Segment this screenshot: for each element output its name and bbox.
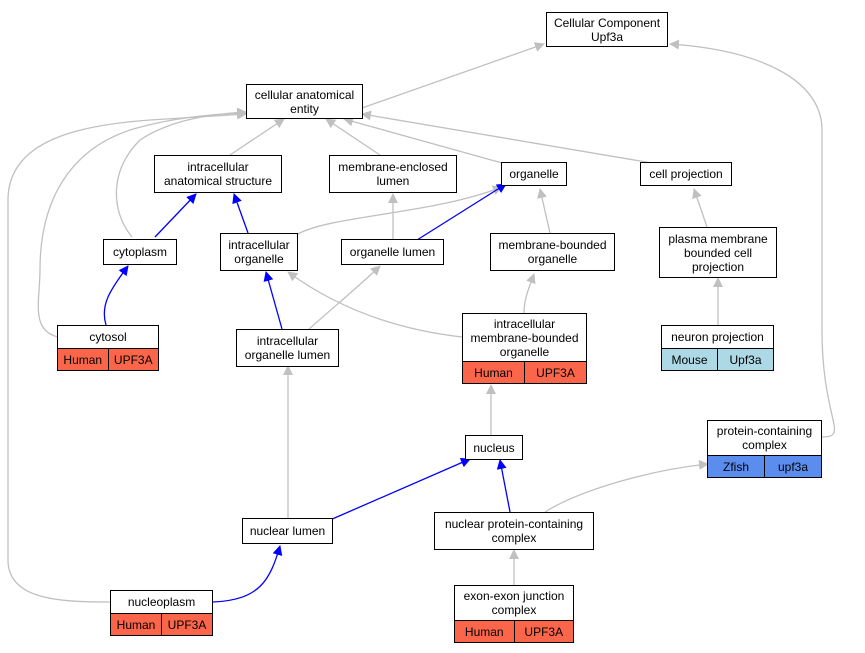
node-label: cytoplasm [112, 245, 168, 259]
node-nucleus[interactable]: nucleus [465, 435, 523, 460]
edge-ias-to-cae [229, 118, 285, 156]
annotation-row: Zfish upf3a [708, 455, 821, 477]
edge-cytosol-partof-cytoplasm [103, 265, 129, 326]
species-cell: Human [58, 349, 108, 370]
node-label: intracellular organelle [228, 238, 290, 266]
node-label: cytosol [89, 330, 127, 344]
node-intracellular-membrane-bounded-organelle[interactable]: intracellular membrane-bounded organelle… [462, 313, 587, 384]
node-label: intracellular membrane-bounded organelle [470, 316, 579, 359]
species-cell: Zfish [708, 456, 764, 477]
node-label: protein-containing complex [716, 424, 813, 452]
node-intracellular-anatomical-structure[interactable]: intracellular anatomical structure [154, 155, 282, 193]
node-neuron-projection[interactable]: neuron projection Mouse Upf3a [661, 325, 774, 371]
node-label: nucleoplasm [127, 595, 196, 609]
node-label: nucleus [473, 440, 515, 455]
annotation-row: Human UPF3A [58, 348, 158, 370]
species-cell: Human [463, 362, 524, 383]
node-label: plasma membrane bounded cell projection [668, 231, 768, 274]
gene-cell: UPF3A [161, 614, 212, 635]
node-label: intracellular anatomical structure [163, 160, 273, 188]
node-label: organelle lumen [349, 245, 436, 259]
node-label: nuclear lumen [249, 524, 326, 538]
edge-imbo-to-intraorg [287, 271, 463, 338]
edge-intraorg-partof-ias [232, 193, 249, 234]
annotation-row: Mouse Upf3a [662, 348, 773, 370]
node-label: organelle [509, 167, 559, 181]
edge-mbo-to-organelle [537, 188, 551, 234]
edge-nuclumen-partof-nucleus [329, 458, 471, 521]
edge-cae-to-root [361, 42, 545, 109]
edge-organelle-to-cae [343, 116, 503, 164]
node-intracellular-organelle-lumen[interactable]: intracellular organelle lumen [236, 329, 339, 367]
node-nuclear-lumen[interactable]: nuclear lumen [242, 518, 333, 544]
node-cytosol[interactable]: cytosol Human UPF3A [57, 325, 159, 371]
edge-pcc-to-root [669, 39, 836, 438]
edge-cytosol-to-cae [37, 108, 247, 338]
node-membrane-enclosed-lumen[interactable]: membrane-enclosed lumen [329, 155, 457, 193]
edge-npcc-to-pcc [544, 459, 709, 513]
node-label: nuclear protein-containing complex [444, 517, 584, 545]
node-organelle-lumen[interactable]: organelle lumen [341, 239, 444, 265]
node-organelle[interactable]: organelle [501, 162, 567, 186]
node-nuclear-protein-containing-complex[interactable]: nuclear protein-containing complex [434, 512, 594, 550]
node-label: intracellular organelle lumen [244, 334, 331, 362]
annotation-row: Human UPF3A [111, 613, 212, 635]
node-exon-exon-junction-complex[interactable]: exon-exon junction complex Human UPF3A [454, 585, 574, 643]
node-cellular-anatomical-entity[interactable]: cellular anatomical entity [246, 84, 363, 119]
gene-cell: UPF3A [524, 362, 586, 383]
gene-cell: UPF3A [107, 349, 158, 370]
node-cell-projection[interactable]: cell projection [640, 162, 732, 186]
node-intracellular-organelle[interactable]: intracellular organelle [220, 233, 298, 271]
edge-iol-to-orglumen [307, 265, 381, 331]
edge-nucleoplasm-partof-nuclumen [212, 545, 283, 603]
node-label: membrane-enclosed lumen [338, 160, 448, 188]
node-cellular-component-root[interactable]: Cellular Component Upf3a [546, 12, 668, 47]
edge-iol-partof-intraorg [263, 271, 283, 330]
node-nucleoplasm[interactable]: nucleoplasm Human UPF3A [110, 590, 213, 636]
edge-cytoplasm-partof-ias [154, 193, 197, 238]
node-plasma-membrane-bounded-cell-projection[interactable]: plasma membrane bounded cell projection [659, 227, 777, 278]
edge-intraorg-to-organelle [295, 185, 503, 236]
species-cell: Human [455, 621, 514, 642]
gene-cell: UPF3A [513, 621, 573, 642]
gene-cell: upf3a [764, 456, 821, 477]
edge-mel-to-cae [325, 118, 381, 156]
edge-imbo-to-mbo [523, 273, 536, 314]
node-protein-containing-complex[interactable]: protein-containing complex Zfish upf3a [707, 420, 822, 478]
species-cell: Human [111, 614, 161, 635]
node-label: cellular anatomical entity [254, 87, 355, 116]
node-membrane-bounded-organelle[interactable]: membrane-bounded organelle [490, 233, 615, 271]
species-cell: Mouse [662, 349, 717, 370]
edge-orglumen-partof-organelle [416, 183, 507, 241]
node-label: exon-exon junction complex [463, 589, 565, 617]
node-label: neuron projection [671, 330, 764, 344]
edge-nucleoplasm-to-cae [7, 109, 247, 603]
node-cytoplasm[interactable]: cytoplasm [103, 239, 177, 265]
edge-npcc-partof-nucleus [496, 459, 511, 513]
annotation-row: Human UPF3A [463, 361, 586, 383]
gene-cell: Upf3a [717, 349, 773, 370]
node-label: Cellular Component Upf3a [553, 15, 661, 44]
edge-pmbcp-to-cellproj [692, 188, 708, 228]
node-label: membrane-bounded organelle [498, 238, 607, 266]
annotation-row: Human UPF3A [455, 620, 573, 642]
edge-cellproj-to-cae [361, 110, 653, 164]
node-label: cell projection [649, 167, 723, 181]
